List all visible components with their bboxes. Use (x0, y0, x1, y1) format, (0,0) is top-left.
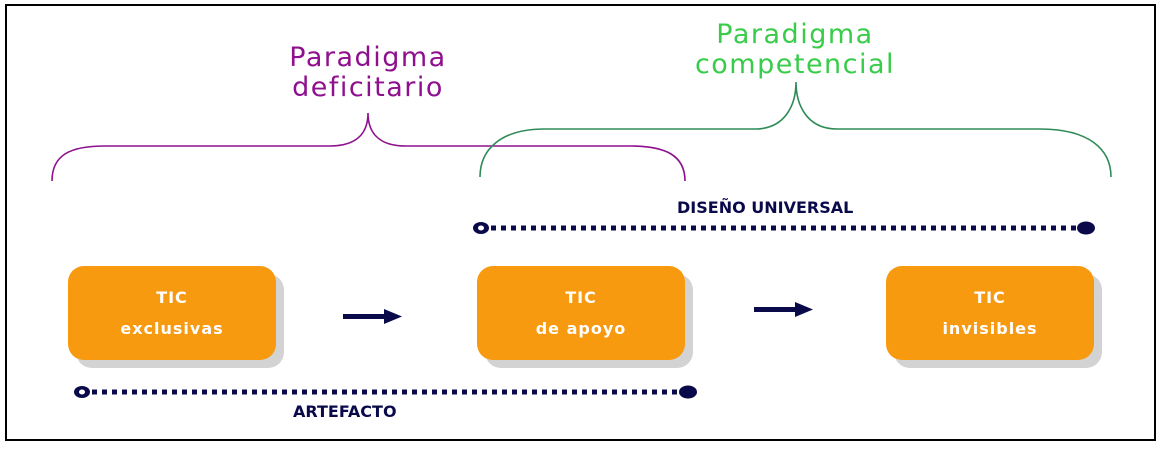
tic-exclusivas-box: TIC exclusivas (68, 266, 276, 360)
artefacto-dotted-bar (74, 385, 697, 399)
tic-exclusivas-line2: exclusivas (120, 319, 224, 338)
tic-exclusivas-line1: TIC (156, 288, 188, 307)
universal-dotted-bar (473, 221, 1095, 235)
tic-de-apoyo-line2: de apoyo (535, 319, 627, 338)
arrow-right-icon (754, 302, 813, 317)
arrow-right-icon (343, 309, 402, 324)
paradigm-competencial-line1: Paradigma (716, 19, 874, 50)
diagram-frame (5, 4, 1156, 441)
competence-brace (479, 81, 1112, 178)
tic-invisibles-line2: invisibles (942, 319, 1038, 338)
tic-de-apoyo-box: TIC de apoyo (477, 266, 685, 360)
universal-bar-end-cap (1077, 221, 1095, 235)
universal-bar-label: DISEÑO UNIVERSAL (677, 198, 854, 217)
paradigm-deficitario-line2: deficitario (292, 72, 444, 103)
tic-de-apoyo-line1: TIC (565, 288, 597, 307)
artefacto-bar-end-cap (679, 385, 697, 399)
paradigm-competencial-line2: competencial (694, 49, 896, 80)
deficit-brace (51, 112, 686, 182)
paradigm-deficitario-line1: Paradigma (289, 42, 447, 73)
artefacto-bar-label: ARTEFACTO (293, 402, 397, 421)
tic-invisibles-line1: TIC (974, 288, 1006, 307)
paradigm-competencial-title: Paradigma competencial (660, 20, 930, 80)
paradigm-deficitario-title: Paradigma deficitario (258, 43, 478, 103)
tic-invisibles-box: TIC invisibles (886, 266, 1094, 360)
